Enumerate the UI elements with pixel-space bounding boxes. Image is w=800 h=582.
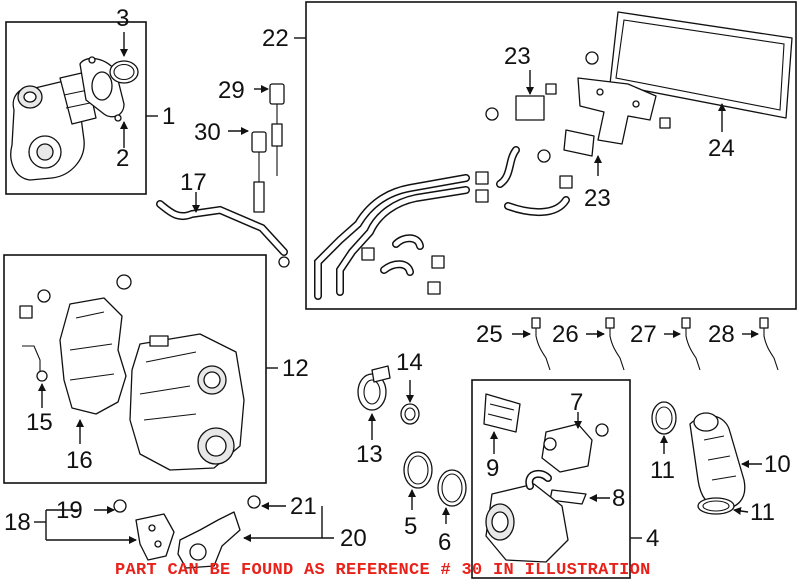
callout-26: 26: [552, 321, 579, 348]
callout-20: 20: [340, 525, 367, 552]
callout-4: 4: [646, 525, 659, 552]
gasket-part-14: [400, 403, 420, 425]
callout-5: 5: [404, 513, 417, 540]
vacuum-pump-drawing: [10, 56, 125, 181]
callout-7: 7: [570, 389, 583, 416]
callout-25: 25: [476, 321, 503, 348]
heat-shield-part-16: [19, 274, 132, 415]
actuator-part-7: [541, 423, 609, 473]
catalytic-converter-drawing: [129, 333, 245, 471]
callout-13: 13: [356, 441, 383, 468]
callout-17: 17: [180, 169, 207, 196]
callout-23-bottom: 23: [584, 185, 611, 212]
callout-27: 27: [630, 321, 657, 348]
cover-part-9: [483, 393, 521, 433]
group-box-egr-valve: [471, 379, 631, 579]
gasket-part-6: [437, 469, 467, 507]
bracket-part-23: [485, 51, 671, 163]
callout-15: 15: [26, 409, 53, 436]
callout-10: 10: [764, 451, 791, 478]
callout-6: 6: [438, 529, 451, 556]
callout-1: 1: [162, 103, 175, 130]
callout-18: 18: [4, 509, 31, 536]
clamp-part-13: [357, 365, 391, 411]
sensor-part-30: [251, 131, 267, 213]
callout-29: 29: [218, 77, 245, 104]
callout-9: 9: [486, 455, 499, 482]
callout-21: 21: [290, 493, 317, 520]
callout-22: 22: [262, 25, 289, 52]
callout-28: 28: [708, 321, 735, 348]
callout-19: 19: [56, 497, 83, 524]
group-box-vacuum-pump: [5, 21, 147, 195]
clamp-part-5: [403, 451, 433, 489]
gasket-part-3: [109, 60, 139, 84]
clamp-part-11-bottom: [697, 497, 735, 515]
vacuum-line-part-17: [156, 200, 290, 268]
hose-part-10: [689, 412, 746, 509]
callout-11-bottom: 11: [750, 499, 775, 526]
sensor-part-15: [22, 345, 48, 382]
callout-12: 12: [282, 355, 309, 382]
group-box-egr-cooler: [305, 1, 797, 310]
callout-8: 8: [612, 485, 625, 512]
hoses-parts-25-28: [531, 317, 779, 371]
callout-2: 2: [116, 145, 129, 172]
callout-3: 3: [116, 5, 129, 32]
clamp-part-11-top: [651, 401, 677, 435]
sensor-part-29: [269, 83, 285, 176]
callout-30: 30: [194, 119, 221, 146]
footer-note: PART CAN BE FOUND AS REFERENCE # 30 IN I…: [115, 561, 651, 580]
egr-cooler-hoses: [314, 146, 573, 300]
group-box-catalytic-converter: [3, 254, 267, 484]
callout-23-top: 23: [504, 43, 531, 70]
callout-11-top: 11: [650, 457, 675, 484]
egr-valve-body: [485, 469, 569, 563]
bracket-parts-18-20: [113, 495, 261, 569]
egr-cooler-part-24: [609, 11, 793, 119]
callout-16: 16: [66, 447, 93, 474]
callout-24: 24: [708, 135, 735, 162]
callout-14: 14: [396, 349, 423, 376]
